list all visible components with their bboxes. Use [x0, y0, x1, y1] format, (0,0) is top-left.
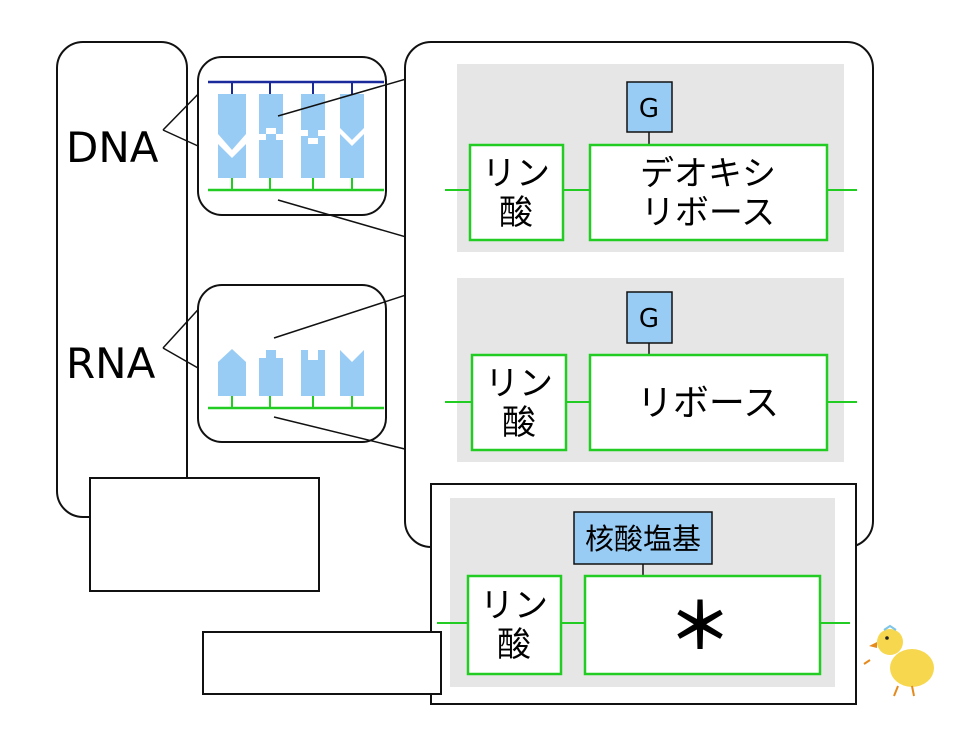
rna-sugar-label: リボース — [637, 383, 779, 424]
rna-base-box — [626, 291, 673, 344]
dna-phosphate-box — [468, 143, 565, 242]
rna-phosphate-label-2: 酸 — [502, 403, 536, 443]
dna-base-label: G — [639, 94, 659, 124]
dna-strand-illustration — [208, 80, 384, 192]
dna-sugar-label-1: デオキシ — [640, 154, 776, 194]
dna-sugar-box — [588, 143, 829, 242]
left-panel — [56, 41, 188, 518]
answer-box-left — [89, 477, 320, 592]
generic-phosphate-label-2: 酸 — [497, 625, 531, 665]
dna-phosphate-label-2: 酸 — [499, 193, 533, 233]
rna-base-label: G — [639, 304, 659, 334]
generic-sugar-placeholder: ＊ — [669, 590, 731, 663]
dna-base-box — [626, 81, 673, 133]
rna-pointer-line-b — [162, 347, 199, 369]
chick-icon — [863, 624, 934, 697]
rna-nucleotide: リン 酸 リボース G — [445, 278, 857, 462]
dna-phosphate-label-1: リン — [482, 154, 550, 194]
generic-nucleotide: リン 酸 ＊ 核酸塩基 — [430, 483, 857, 705]
generic-base-box — [573, 511, 713, 565]
generic-base-label: 核酸塩基 — [585, 522, 701, 556]
rna-phosphate-box — [470, 353, 568, 452]
rna-phosphate-label-1: リン — [485, 364, 553, 404]
dna-sugar-label-2: リボース — [641, 193, 775, 233]
dna-label: DNA — [66, 123, 159, 172]
dna-nucleotide: リン 酸 デオキシ リボース G — [445, 64, 857, 252]
generic-sugar-box — [583, 574, 822, 676]
rna-label: RNA — [66, 339, 156, 388]
generic-phosphate-label-1: リン — [480, 586, 548, 626]
dna-pointer-line-b — [162, 129, 199, 147]
rna-sugar-box — [588, 353, 829, 452]
answer-box-bottom — [202, 631, 442, 695]
rna-strand-bubble — [197, 284, 387, 443]
rna-strand-illustration — [208, 349, 384, 410]
generic-phosphate-box — [466, 574, 563, 676]
